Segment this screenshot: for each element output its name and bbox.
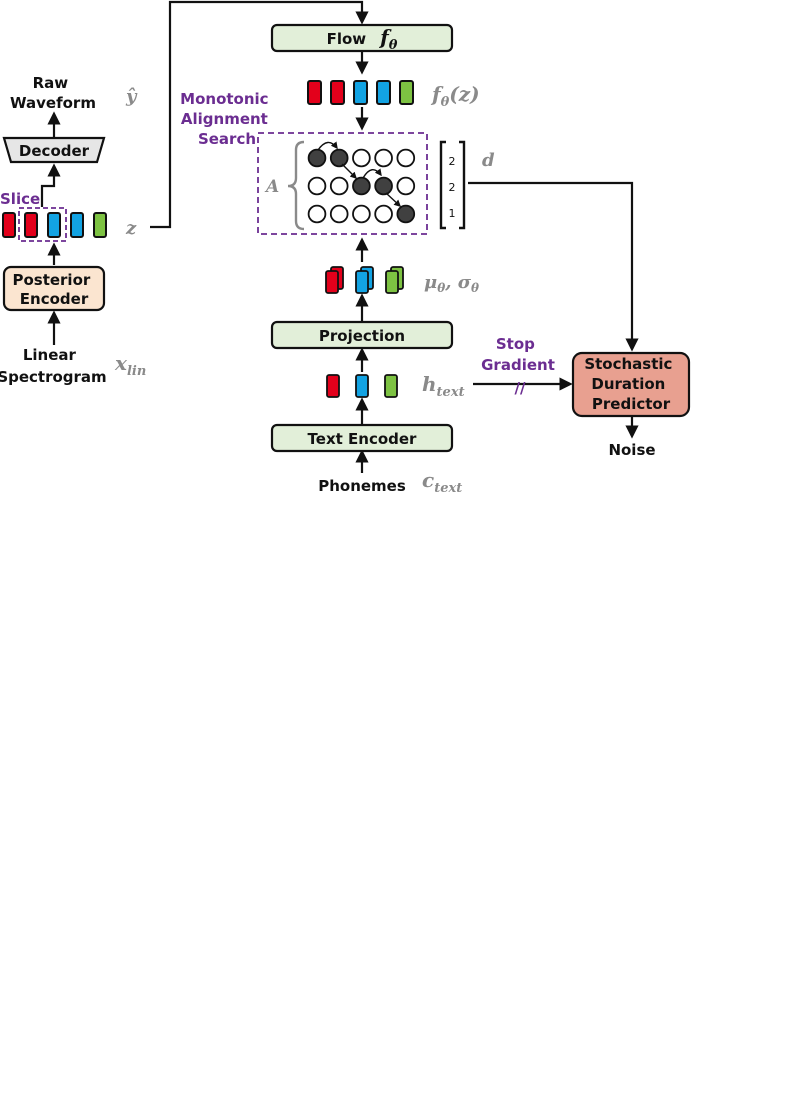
stop-gradient-mark: // — [515, 379, 526, 397]
posterior-encoder-block: Posterior Encoder — [2, 265, 106, 312]
z-vector-red-2 — [24, 212, 38, 238]
alignment-cell-active — [396, 204, 416, 224]
noise-label: Noise — [608, 441, 655, 459]
fz-vector-red-1 — [307, 80, 322, 105]
fz-vector-red-2 — [330, 80, 345, 105]
z-label: z — [125, 218, 137, 239]
decoder-block: Decoder — [2, 136, 106, 164]
y-hat-label: ŷ — [125, 86, 138, 107]
alignment-cell — [352, 204, 371, 224]
duration-value: 2 — [449, 181, 456, 194]
z-vector-blue-1 — [47, 212, 61, 238]
htext-label: htext — [422, 372, 465, 400]
alignment-cell-active — [329, 148, 349, 168]
projection-label: Projection — [319, 327, 405, 345]
x-lin-label: xlin — [114, 351, 146, 379]
text-encoder-box — [270, 423, 454, 453]
htext-vectors — [326, 374, 398, 398]
slice-label: Slice — [0, 190, 40, 208]
ctext-label: ctext — [422, 468, 462, 496]
z-to-flow-arrow — [150, 0, 369, 229]
alignment-path-arrows — [317, 141, 402, 207]
flow-box — [270, 23, 454, 53]
linear-spectrogram-label: Linear Spectrogram — [0, 346, 107, 386]
d-to-dp-arrow — [468, 181, 639, 352]
alignment-cell — [352, 148, 371, 168]
alignment-cell — [307, 176, 327, 196]
mu-sigma-label: μθ, σθ — [424, 272, 479, 295]
mu-vector-red-front — [325, 270, 339, 294]
fz-math-label: fθ(z) — [430, 82, 480, 110]
posterior-encoder-box — [2, 265, 106, 312]
duration-vector: 2 2 1 — [439, 140, 466, 230]
projection-box — [270, 320, 454, 350]
posterior-encoder-label: Posterior Encoder — [12, 271, 95, 308]
duration-value: 2 — [449, 155, 456, 168]
text-encoder-label: Text Encoder — [308, 430, 418, 448]
alignment-cell-active — [374, 176, 393, 196]
alignment-cell-active — [307, 148, 327, 168]
duration-d-label: d — [482, 150, 495, 171]
duration-predictor-label: Stochastic Duration Predictor — [584, 355, 677, 413]
duration-value: 1 — [449, 207, 456, 220]
duration-bracket-left — [439, 140, 446, 230]
alignment-cell — [329, 176, 349, 196]
alignment-cell — [396, 176, 416, 196]
alignment-matrix — [307, 148, 416, 224]
mas-label: Monotonic Alignment Search — [180, 90, 274, 148]
fz-vector-blue-1 — [353, 80, 368, 105]
alignment-A-label: A — [264, 177, 279, 197]
duration-predictor-block: Stochastic Duration Predictor — [571, 351, 691, 418]
alignment-cell — [396, 148, 416, 168]
projection-block: Projection — [270, 320, 454, 350]
z-vectors — [2, 212, 107, 238]
z-vector-blue-2 — [70, 212, 84, 238]
stop-gradient-label: Stop Gradient — [481, 335, 555, 374]
text-encoder-block: Text Encoder — [270, 423, 454, 453]
prior-stats-vectors — [325, 266, 404, 294]
mu-vector-green-front — [385, 270, 399, 294]
fz-vector-blue-2 — [376, 80, 391, 105]
htext-vector-blue — [355, 374, 369, 398]
htext-vector-red — [326, 374, 340, 398]
z-vector-red-1 — [2, 212, 16, 238]
slice-to-decoder-arrow — [40, 163, 61, 207]
phonemes-label: Phonemes — [318, 477, 406, 495]
connectors — [40, 0, 639, 473]
raw-waveform-label: Raw Waveform — [10, 74, 96, 112]
htext-vector-green — [384, 374, 398, 398]
fz-vector-green-1 — [399, 80, 414, 105]
z-vector-green-1 — [93, 212, 107, 238]
duration-predictor-box — [571, 351, 691, 418]
fz-vectors — [307, 80, 414, 105]
mu-vector-blue-front — [355, 270, 369, 294]
alignment-cell — [307, 204, 327, 224]
alignment-cell — [374, 148, 393, 168]
decoder-shape — [2, 136, 106, 164]
alignment-brace — [287, 140, 305, 231]
alignment-cell — [329, 204, 349, 224]
alignment-cell-active — [352, 176, 371, 196]
alignment-cell — [374, 204, 393, 224]
decoder-label: Decoder — [19, 142, 90, 160]
duration-bracket-right — [459, 140, 466, 230]
mas-dashed-box — [257, 132, 428, 235]
